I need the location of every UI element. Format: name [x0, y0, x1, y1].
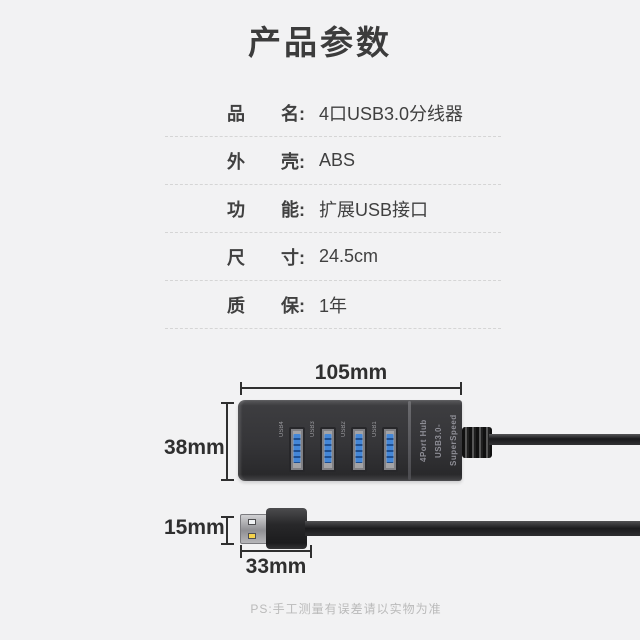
usb-port-tongue — [324, 434, 332, 463]
spec-label-char: 品 — [227, 103, 245, 124]
spec-value: 扩展USB接口 — [319, 199, 429, 220]
hub-height-dimension-label: 38mm — [164, 436, 225, 459]
port-label: USB1 — [372, 421, 378, 437]
hub-width-dimension-line — [240, 382, 462, 395]
usb-port-icon — [382, 427, 398, 472]
plug-width-dimension-line — [240, 545, 312, 558]
spec-row-shell: 外 壳: ABS — [165, 137, 501, 185]
spec-value: ABS — [319, 150, 356, 170]
spec-row-warranty: 质 保: 1年 — [165, 281, 501, 329]
spec-label-char: 保: — [281, 292, 305, 318]
usb-port-icon — [351, 427, 367, 472]
usb-plug-body — [266, 508, 307, 549]
usb-plug-metal — [240, 514, 267, 544]
spec-label-char: 质 — [227, 295, 245, 316]
spec-colon: : — [299, 247, 305, 268]
spec-label-char: 外 — [227, 151, 245, 172]
spec-colon: : — [299, 199, 305, 220]
usb-port-tongue — [293, 434, 301, 463]
spec-label-char: 寸: — [281, 244, 305, 270]
spec-label: 品 名: — [227, 100, 305, 126]
spec-label-char: 壳: — [281, 148, 305, 174]
port-label: USB3 — [310, 421, 316, 437]
hub-print-text: 4Port Hub USB3.0-SuperSpeed — [416, 404, 458, 477]
hub-height-dimension-line — [221, 402, 234, 481]
spec-label-char2: 壳 — [281, 151, 299, 172]
spec-label-char2: 名 — [281, 103, 299, 124]
spec-label-char: 功 — [227, 199, 245, 220]
usb-hub-image: USB4 USB3 USB2 USB1 4Port Hub USB3.0-Sup… — [238, 400, 462, 481]
plug-width-dimension-label: 33mm — [245, 555, 307, 578]
usb-plug-contact — [248, 533, 256, 539]
usb-port-tongue — [355, 434, 363, 463]
spec-label: 外 壳: — [227, 148, 305, 174]
hub-print-ports-line: 4Port Hub — [419, 419, 428, 462]
spec-table: 品 名: 4口USB3.0分线器 外 壳: ABS 功 能: 扩展USB接口 尺 寸: … — [165, 89, 501, 329]
spec-value: 4口USB3.0分线器 — [319, 103, 464, 124]
port-label: USB2 — [341, 421, 347, 437]
plug-height-dimension-line — [221, 516, 234, 545]
spec-value: 24.5cm — [319, 246, 379, 266]
spec-row-size: 尺 寸: 24.5cm — [165, 233, 501, 281]
spec-label-char2: 寸 — [281, 247, 299, 268]
hub-width-dimension-label: 105mm — [314, 361, 388, 384]
usb-plug-contact — [248, 519, 256, 525]
spec-row-function: 功 能: 扩展USB接口 — [165, 185, 501, 233]
measurement-disclaimer: PS:手工测量有误差请以实物为准 — [250, 602, 442, 616]
port-label: USB4 — [279, 421, 285, 437]
plug-height-dimension-label: 15mm — [164, 516, 225, 539]
plug-cable — [305, 521, 640, 536]
hub-groove — [408, 401, 411, 480]
hub-cable — [489, 434, 640, 445]
usb-port-tongue — [386, 434, 394, 463]
page-title: 产品参数 — [248, 24, 392, 61]
usb-port-icon — [289, 427, 305, 472]
spec-label: 质 保: — [227, 292, 305, 318]
spec-label: 功 能: — [227, 196, 305, 222]
spec-colon: : — [299, 295, 305, 316]
spec-label-char: 名: — [281, 100, 305, 126]
spec-label-char: 尺 — [227, 247, 245, 268]
spec-label-char: 能: — [281, 196, 305, 222]
spec-label-char2: 能 — [281, 199, 299, 220]
spec-colon: : — [299, 151, 305, 172]
spec-label: 尺 寸: — [227, 244, 305, 270]
spec-value: 1年 — [319, 295, 348, 316]
spec-label-char2: 保 — [281, 295, 299, 316]
spec-colon: : — [299, 103, 305, 124]
usb-port-icon — [320, 427, 336, 472]
hub-print-speed-line: USB3.0-SuperSpeed — [434, 414, 458, 467]
cable-strain-relief — [462, 427, 492, 458]
spec-row-name: 品 名: 4口USB3.0分线器 — [165, 89, 501, 137]
